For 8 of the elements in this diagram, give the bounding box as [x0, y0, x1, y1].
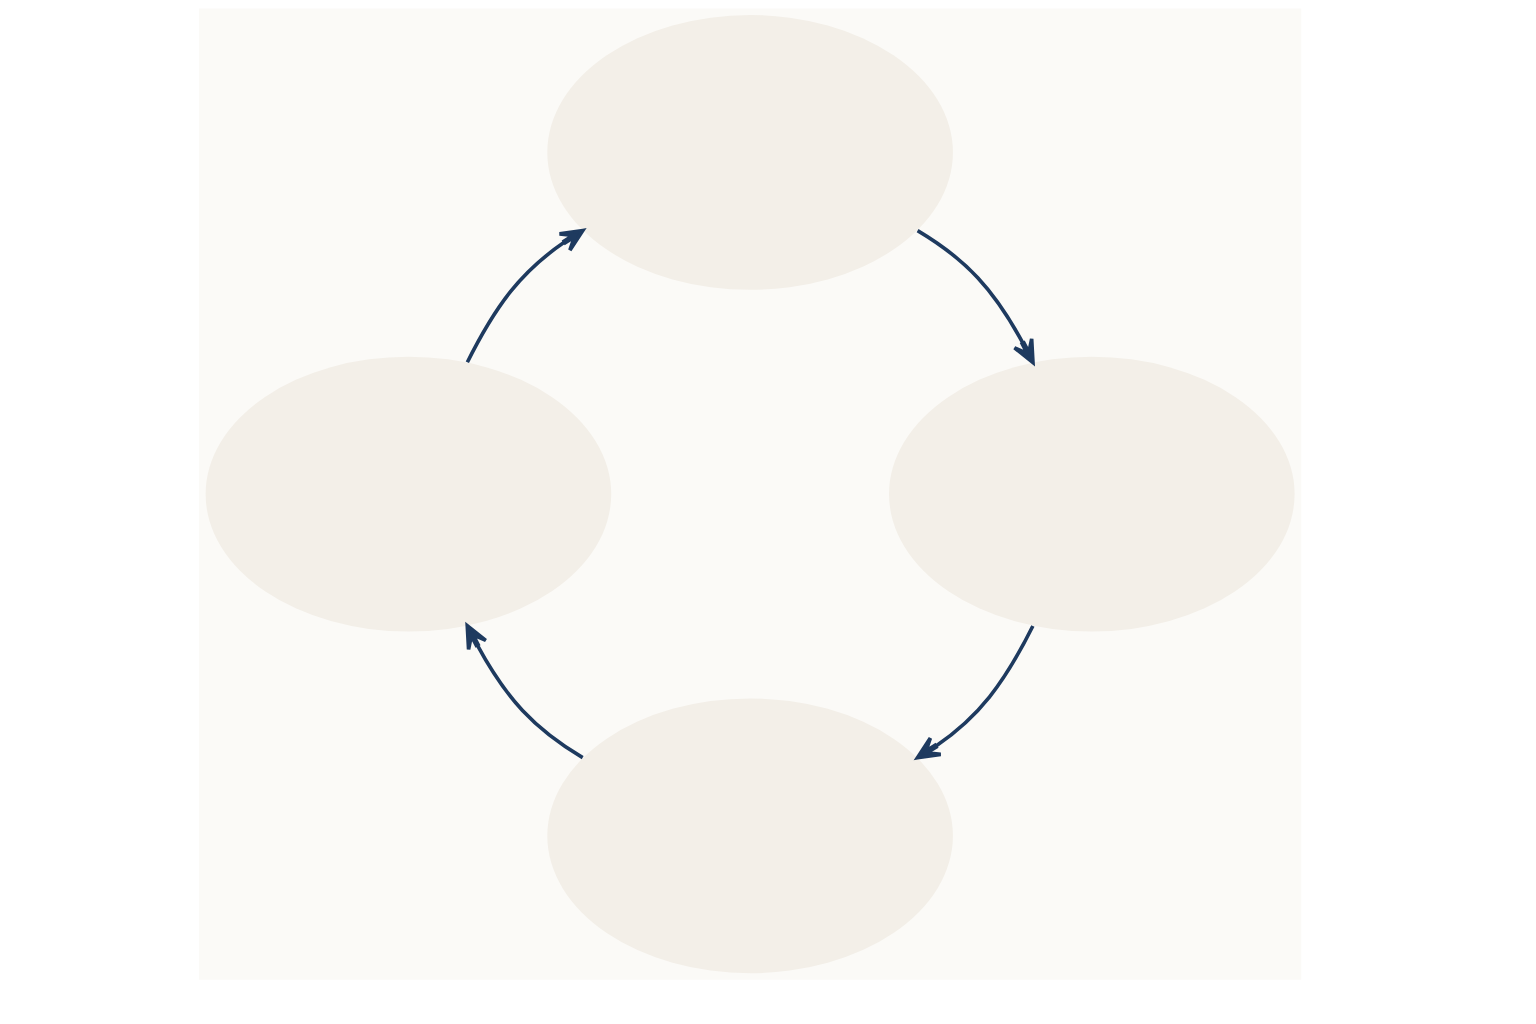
- node-ellipse: [547, 15, 953, 290]
- arrow: [465, 228, 585, 364]
- node-ellipse: [889, 356, 1295, 632]
- arrow: [465, 623, 584, 760]
- arrow: [915, 625, 1035, 760]
- arrow: [916, 229, 1035, 365]
- node-ellipse: [547, 698, 953, 974]
- node-ellipse: [205, 356, 612, 632]
